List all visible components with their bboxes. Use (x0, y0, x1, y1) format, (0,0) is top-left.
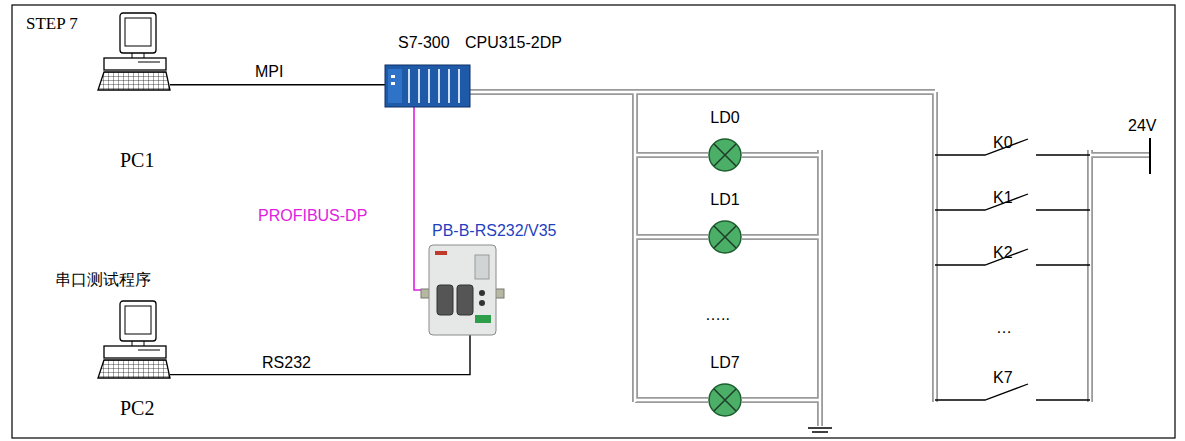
bus-wire-outline (470, 92, 1150, 426)
cable-label: MPI (255, 62, 283, 81)
plc-family: S7-300 (398, 33, 450, 52)
lamp-symbol-shape (708, 220, 742, 254)
plc-rack-shape (385, 65, 470, 107)
network-cable (170, 335, 470, 375)
ellipsis-mark: … (996, 318, 1012, 337)
lamp-symbol-shape (708, 383, 742, 417)
lamp-label: LD7 (688, 353, 762, 372)
software-label: 串口测试程序 (55, 270, 151, 289)
gateway-model: PB-B-RS232/V35 (432, 221, 557, 240)
switch-label: K2 (993, 243, 1013, 262)
lamp-symbol: LD1 (708, 220, 742, 254)
cable-label: RS232 (262, 353, 311, 372)
voltage-label: 24V (1128, 116, 1156, 135)
pc-name: PC1 (120, 148, 154, 172)
cable-label: PROFIBUS-DP (258, 206, 367, 225)
bus-wire-core (470, 92, 1150, 426)
gateway-module-shape (425, 245, 500, 335)
pc-station: STEP 7PC1 (98, 12, 170, 92)
outer-frame (12, 5, 1175, 438)
switch-label: K7 (993, 368, 1013, 387)
lamp-label: LD1 (688, 190, 762, 209)
supply-terminal (1149, 138, 1151, 174)
network-cable (414, 107, 425, 290)
pc-name: PC2 (120, 396, 154, 420)
gateway-module: PB-B-RS232/V35 (425, 245, 500, 335)
pc-station-shape (98, 300, 170, 382)
pc-station: 串口测试程序PC2 (98, 300, 170, 382)
software-label: STEP 7 (26, 14, 78, 34)
lamp-symbol: LD7 (708, 383, 742, 417)
network-cable (170, 84, 385, 85)
ground-symbol (808, 428, 832, 432)
lamp-label: LD0 (688, 108, 762, 127)
ellipsis-mark: ….. (705, 305, 730, 324)
lamp-symbol-shape (708, 138, 742, 172)
cpu-model: CPU315-2DP (465, 33, 562, 52)
plc-rack: S7-300CPU315-2DP (385, 65, 470, 107)
switch-label: K1 (993, 188, 1013, 207)
lamp-symbol: LD0 (708, 138, 742, 172)
pc-station-shape (98, 12, 170, 92)
switch-symbols (935, 139, 1090, 400)
switch-label: K0 (993, 133, 1013, 152)
